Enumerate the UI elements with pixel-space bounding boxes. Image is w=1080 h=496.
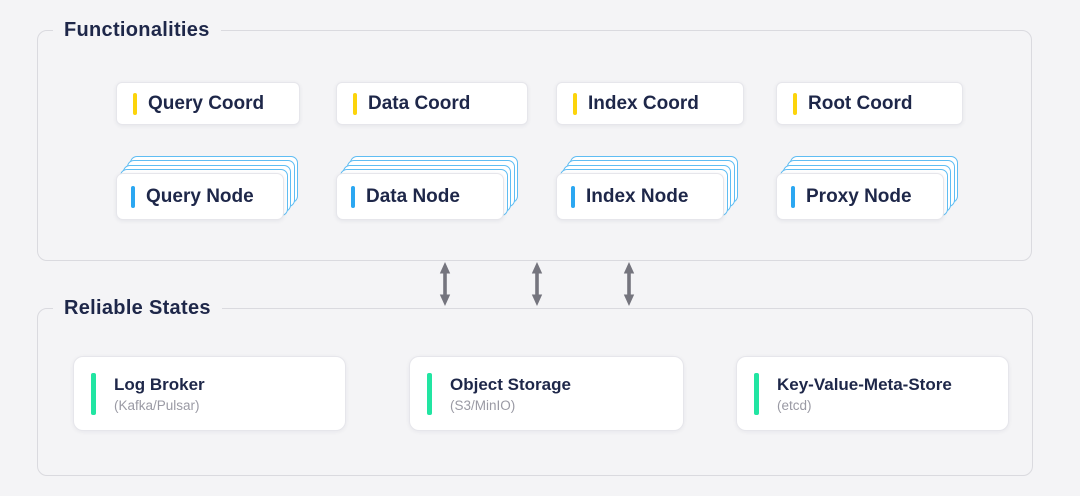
store-title: Object Storage <box>450 374 571 394</box>
card-proxy-node: Proxy Node <box>776 173 944 220</box>
bidirectional-arrow-icon <box>623 262 635 306</box>
card-label: Query Node <box>146 185 254 207</box>
bidirectional-arrow-icon <box>531 262 543 306</box>
card-query-node: Query Node <box>116 173 284 220</box>
green-accent-bar-icon <box>754 372 759 415</box>
card-stack-proxy-node: Proxy Node <box>776 156 960 220</box>
card-log-broker: Log Broker (Kafka/Pulsar) <box>73 356 346 431</box>
store-text: Object Storage (S3/MinIO) <box>450 375 571 413</box>
card-label: Index Coord <box>588 92 699 114</box>
card-label: Data Node <box>366 185 460 207</box>
card-index-coord: Index Coord <box>556 82 744 125</box>
card-stack-index-node: Index Node <box>556 156 740 220</box>
card-object-storage: Object Storage (S3/MinIO) <box>409 356 684 431</box>
card-label: Data Coord <box>368 92 471 114</box>
card-root-coord: Root Coord <box>776 82 963 125</box>
card-label: Proxy Node <box>806 185 912 207</box>
functionalities-section-title: Functionalities <box>53 16 221 44</box>
store-title: Log Broker <box>114 374 205 394</box>
reliable-states-section: Reliable States Log Broker (Kafka/Pulsar… <box>37 294 1033 476</box>
card-label: Query Coord <box>148 92 265 114</box>
card-query-coord: Query Coord <box>116 82 300 125</box>
yellow-accent-bar-icon <box>353 92 357 115</box>
yellow-accent-bar-icon <box>133 92 137 115</box>
green-accent-bar-icon <box>427 372 432 415</box>
store-title: Key-Value-Meta-Store <box>777 374 952 394</box>
store-sublabel: (etcd) <box>777 397 812 413</box>
card-label: Root Coord <box>808 92 913 114</box>
card-data-node: Data Node <box>336 173 504 220</box>
store-sublabel: (S3/MinIO) <box>450 397 516 413</box>
yellow-accent-bar-icon <box>793 92 797 115</box>
card-stack-query-node: Query Node <box>116 156 300 220</box>
blue-accent-bar-icon <box>571 185 575 208</box>
card-stack-data-node: Data Node <box>336 156 520 220</box>
blue-accent-bar-icon <box>351 185 355 208</box>
card-index-node: Index Node <box>556 173 724 220</box>
store-text: Log Broker (Kafka/Pulsar) <box>114 375 205 413</box>
green-accent-bar-icon <box>91 372 96 415</box>
store-text: Key-Value-Meta-Store (etcd) <box>777 375 952 413</box>
blue-accent-bar-icon <box>791 185 795 208</box>
reliable-states-section-title: Reliable States <box>53 294 222 322</box>
functionalities-section: Functionalities Query Coord Data Coord I… <box>37 16 1032 261</box>
blue-accent-bar-icon <box>131 185 135 208</box>
bidirectional-arrow-icon <box>439 262 451 306</box>
yellow-accent-bar-icon <box>573 92 577 115</box>
store-sublabel: (Kafka/Pulsar) <box>114 397 200 413</box>
card-label: Index Node <box>586 185 689 207</box>
card-data-coord: Data Coord <box>336 82 528 125</box>
card-key-value-meta-store: Key-Value-Meta-Store (etcd) <box>736 356 1009 431</box>
